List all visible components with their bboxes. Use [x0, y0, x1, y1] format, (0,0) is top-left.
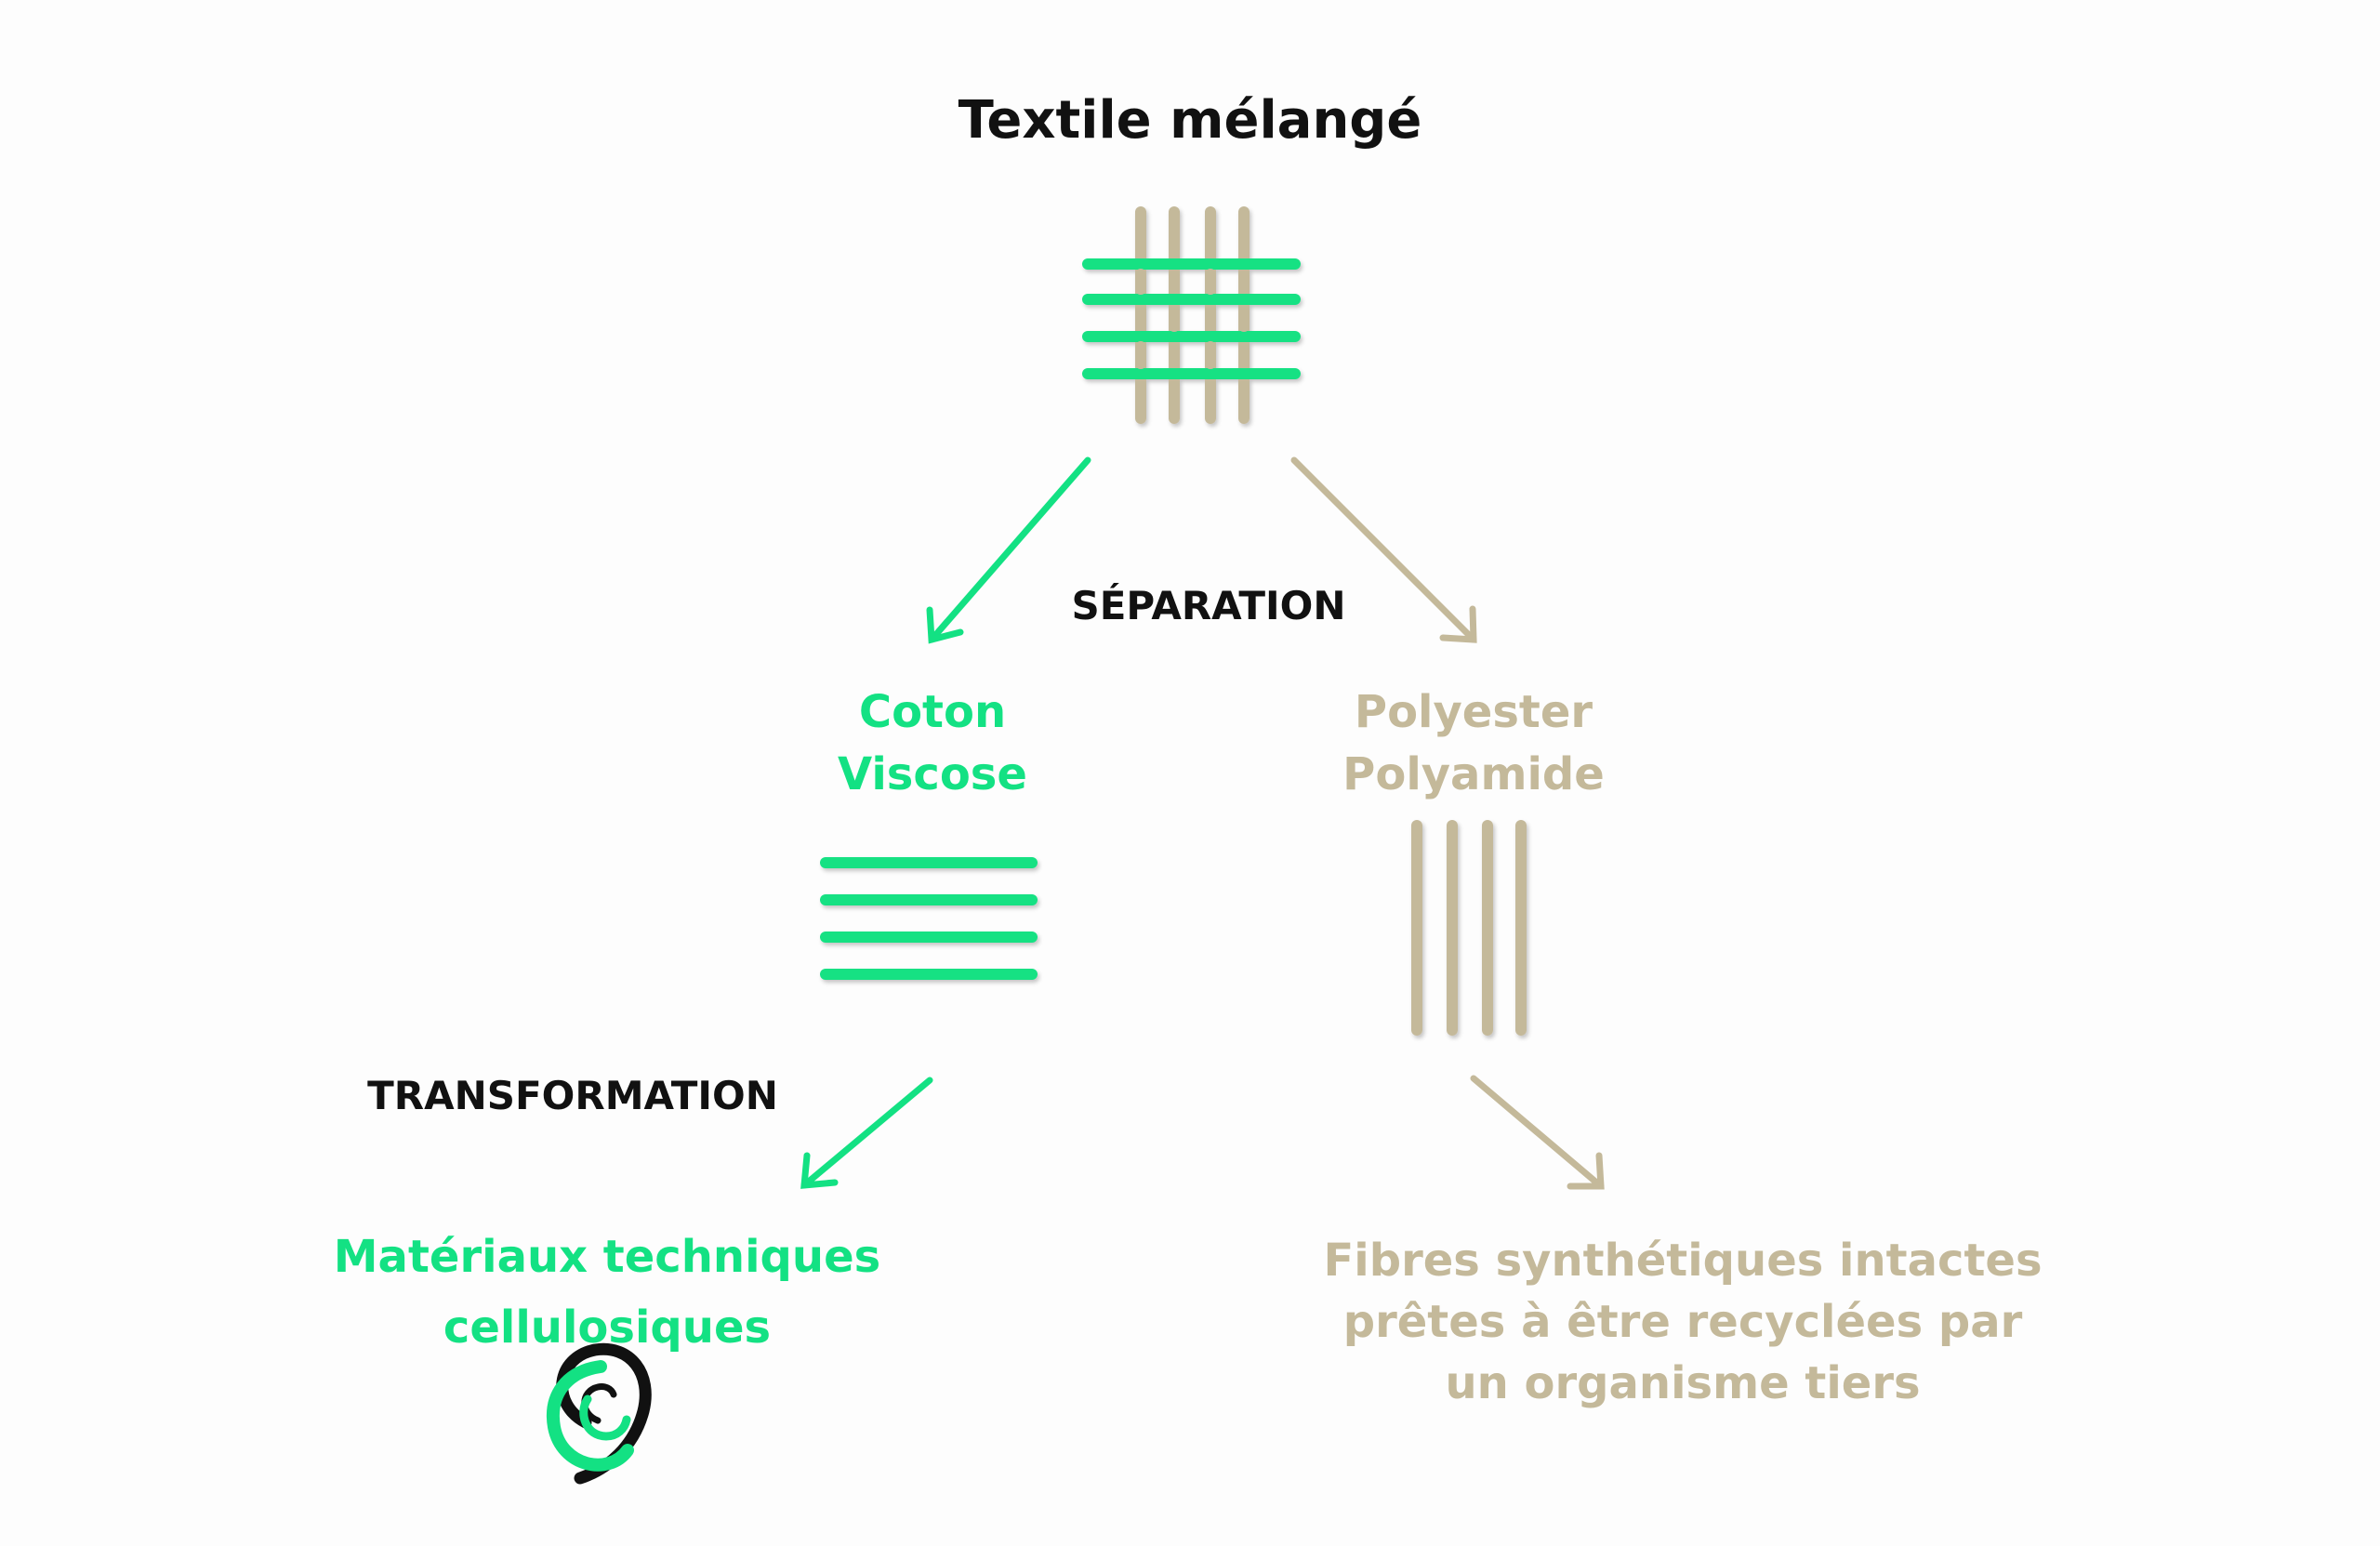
arrow-to-technical-materials — [800, 1077, 933, 1189]
technical-materials-result: Matériaux techniques cellulosiques — [235, 1222, 979, 1363]
step-label-separation: SÉPARATION — [1071, 583, 1346, 628]
intact-fibers-result: Fibres synthétiques intactes prêtes à êt… — [1264, 1230, 2101, 1414]
arrow-to-cellulose — [926, 456, 1091, 644]
result-line: cellulosiques — [443, 1302, 772, 1354]
result-line: Matériaux techniques — [333, 1231, 881, 1283]
swirl-logo — [547, 1342, 652, 1485]
label-line-viscose: Viscose — [838, 748, 1027, 800]
cellulose-fibers-label: Coton Viscose — [747, 681, 1118, 806]
result-line: un organisme tiers — [1445, 1357, 1921, 1409]
label-line-coton: Coton — [858, 686, 1007, 738]
result-line: Fibres synthétiques intactes — [1323, 1235, 2043, 1287]
synthetic-fibers-label: Polyester Polyamide — [1288, 681, 1659, 806]
diagram-title: Textile mélangé — [958, 90, 1422, 151]
horizontal-fibers-icon — [820, 857, 1038, 980]
vertical-fibers-icon — [1411, 820, 1527, 1036]
label-line-polyamide: Polyamide — [1342, 748, 1605, 800]
arrow-to-intact-fibers — [1470, 1075, 1605, 1190]
woven-grid-icon — [1082, 206, 1301, 424]
result-line: prêtes à être recyclées par — [1342, 1296, 2023, 1348]
label-line-polyester: Polyester — [1354, 686, 1593, 738]
step-label-transformation: TRANSFORMATION — [367, 1073, 778, 1118]
arrow-to-synthetic — [1290, 456, 1477, 643]
